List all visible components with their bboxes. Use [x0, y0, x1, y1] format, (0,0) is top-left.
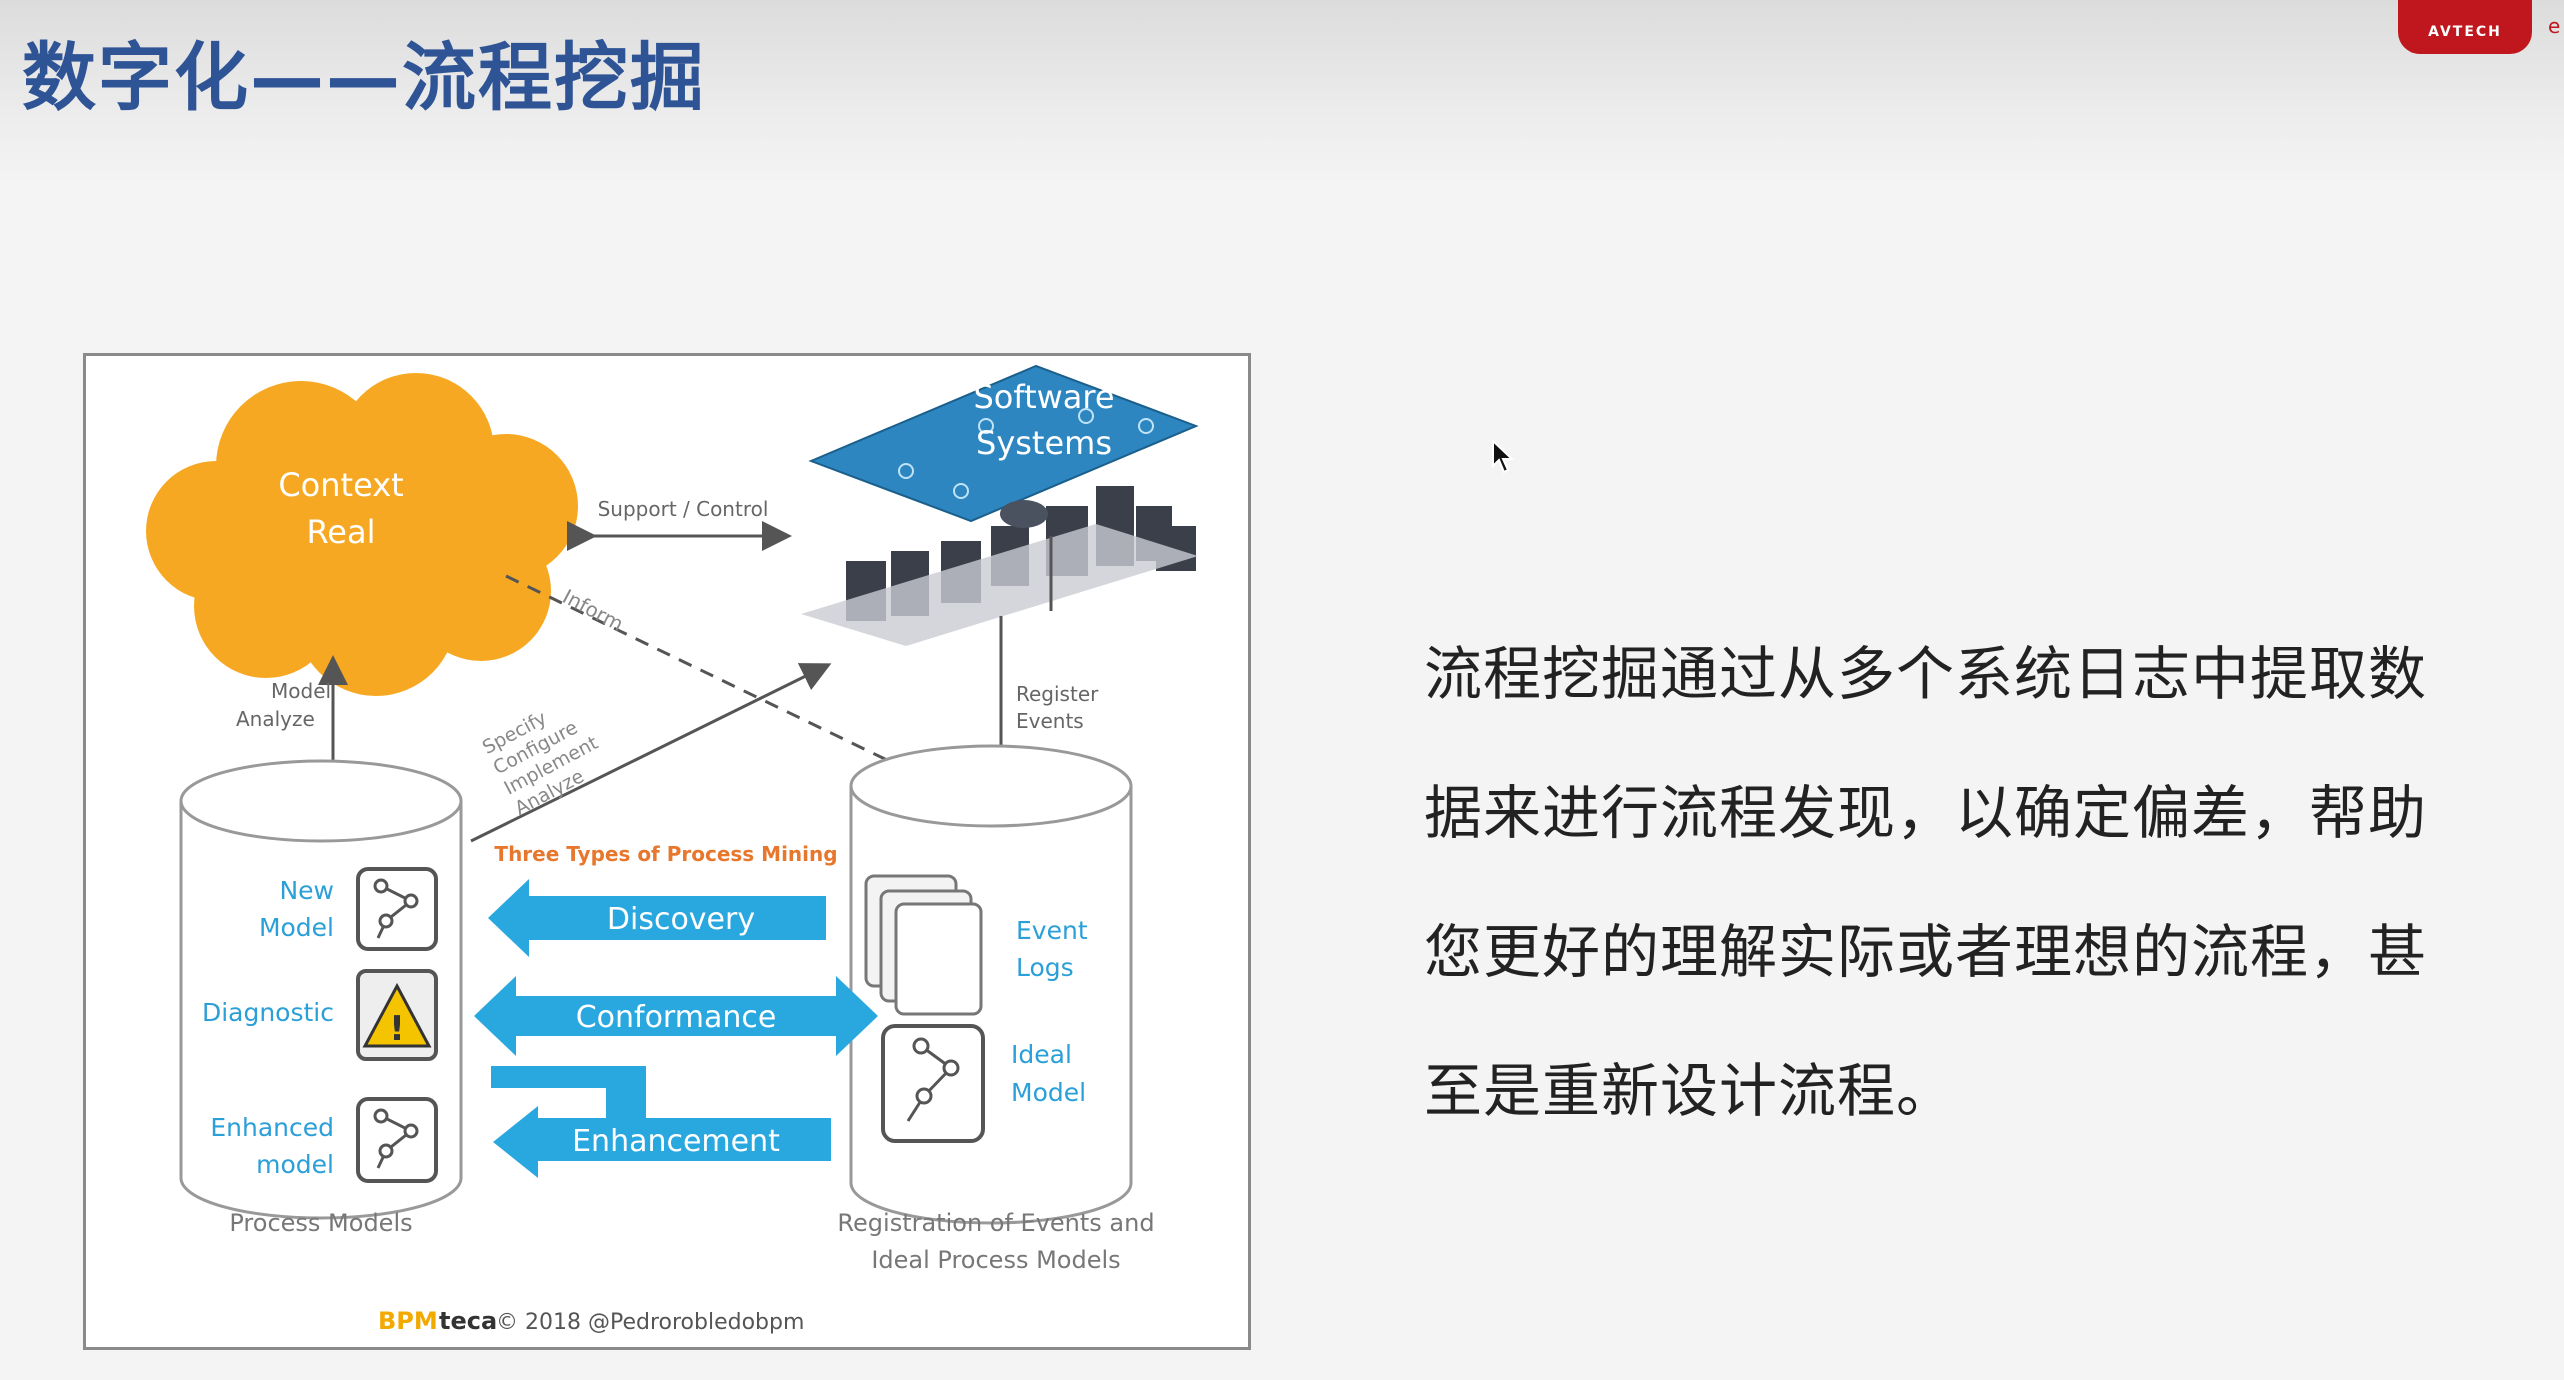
enhanced-model-label: model: [256, 1150, 334, 1179]
conformance-label: Conformance: [576, 1000, 777, 1035]
discovery-label: Discovery: [607, 902, 755, 937]
inform-label: Inform: [559, 584, 628, 636]
ideal-label: Ideal: [1011, 1040, 1072, 1069]
copyright: © 2018 @Pedrorobledobpm: [496, 1310, 804, 1335]
brand-bpm: BPM: [378, 1307, 438, 1335]
enhancement-arrow: Enhancement: [491, 1066, 831, 1178]
diagnostic-warning-icon: !: [356, 969, 438, 1061]
software-systems: Software Systems: [801, 364, 1199, 646]
analyze-label: Analyze: [236, 707, 315, 731]
logs-label: Logs: [1016, 953, 1074, 982]
new-label: New: [279, 876, 334, 905]
slide-title: 数字化——流程挖掘: [22, 35, 706, 121]
svg-text:!: !: [389, 1009, 405, 1049]
registration-label-1: Registration of Events and: [837, 1209, 1154, 1237]
conformance-arrow: Conformance: [474, 976, 878, 1056]
three-types-heading: Three Types of Process Mining: [494, 842, 837, 866]
support-control-label: Support / Control: [598, 497, 769, 521]
process-models-label: Process Models: [229, 1209, 412, 1237]
event-logs-icon: [864, 874, 983, 1016]
cloud-label-context: Context: [278, 466, 403, 504]
logo-text: AVTECH: [2428, 24, 2502, 40]
specify-steps: Specify Configure Implement Analyze: [479, 707, 602, 820]
model-label: Model: [271, 679, 331, 703]
register-label: Register: [1016, 682, 1099, 706]
context-real-cloud: Context Real: [146, 373, 578, 696]
enhanced-label: Enhanced: [210, 1113, 334, 1142]
events-label: Events: [1016, 709, 1084, 733]
software-label-2: Systems: [976, 424, 1112, 462]
event-label: Event: [1016, 916, 1088, 945]
logo-tail: e: [2548, 14, 2561, 38]
diagnostic-label: Diagnostic: [202, 998, 334, 1027]
title-band: [0, 0, 2564, 185]
enhancement-label: Enhancement: [572, 1124, 780, 1159]
ideal-model-label: Model: [1011, 1078, 1086, 1107]
enhanced-model-tree-icon: [356, 1097, 438, 1183]
new-model-tree-icon: [356, 867, 438, 951]
cloud-label-real: Real: [307, 513, 376, 551]
brand-teca: teca: [439, 1307, 497, 1335]
slide-body-text: 流程挖掘通过从多个系统日志中提取数据来进行流程发现，以确定偏差，帮助您更好的理解…: [1424, 640, 2428, 1125]
ideal-model-tree-icon: [881, 1024, 985, 1143]
company-logo: AVTECH: [2398, 0, 2532, 54]
process-mining-diagram: Context Real Soft: [83, 353, 1251, 1350]
discovery-arrow: Discovery: [488, 879, 826, 957]
new-model-label: Model: [259, 913, 334, 942]
mouse-cursor-icon: [1492, 440, 1514, 474]
software-label-1: Software: [973, 378, 1114, 416]
registration-label-2: Ideal Process Models: [871, 1246, 1120, 1274]
